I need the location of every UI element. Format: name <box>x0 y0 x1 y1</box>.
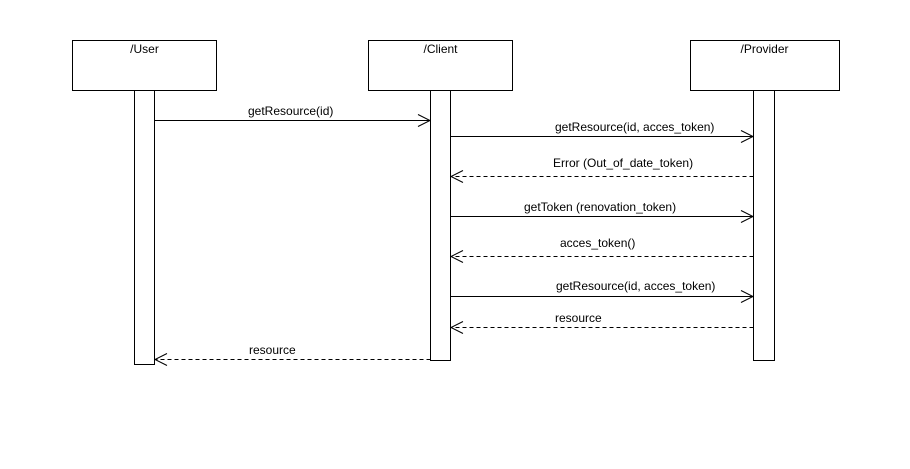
participant-label-client: /Client <box>423 42 458 56</box>
participant-box-user <box>72 40 217 91</box>
message-resource-return-client: resource <box>153 343 431 366</box>
message-gettoken: getToken (renovation_token) <box>450 200 755 223</box>
message-label: resource <box>249 343 296 357</box>
message-getresource-token-1: getResource(id, acces_token) <box>450 120 755 143</box>
activation-bar-user <box>134 90 155 365</box>
message-getresource-id: getResource(id) <box>154 104 432 127</box>
participant-label-user: /User <box>130 42 159 56</box>
message-label: getResource(id, acces_token) <box>556 279 715 293</box>
arrowhead-open-icon <box>740 130 755 143</box>
message-label: getResource(id) <box>248 104 333 118</box>
participant-label-provider: /Provider <box>740 42 788 56</box>
arrowhead-open-icon <box>449 321 464 334</box>
message-acces-token-return: acces_token() <box>449 236 754 263</box>
activation-bar-client <box>430 90 451 361</box>
message-error-return: Error (Out_of_date_token) <box>449 156 754 183</box>
message-label: getToken (renovation_token) <box>524 200 676 214</box>
message-label: resource <box>555 311 602 325</box>
participant-box-client <box>368 40 513 91</box>
arrowhead-open-icon <box>740 210 755 223</box>
arrowhead-open-icon <box>449 170 464 183</box>
arrowhead-open-icon <box>740 290 755 303</box>
arrowhead-open-icon <box>417 114 432 127</box>
message-resource-return-provider: resource <box>449 311 754 334</box>
arrowhead-open-icon <box>153 353 168 366</box>
message-label: acces_token() <box>560 236 635 250</box>
activation-bar-provider <box>753 90 775 361</box>
message-getresource-token-2: getResource(id, acces_token) <box>450 279 755 303</box>
arrowhead-open-icon <box>449 250 464 263</box>
participant-box-provider <box>690 40 840 91</box>
message-label: Error (Out_of_date_token) <box>553 156 693 170</box>
message-label: getResource(id, acces_token) <box>555 120 714 134</box>
